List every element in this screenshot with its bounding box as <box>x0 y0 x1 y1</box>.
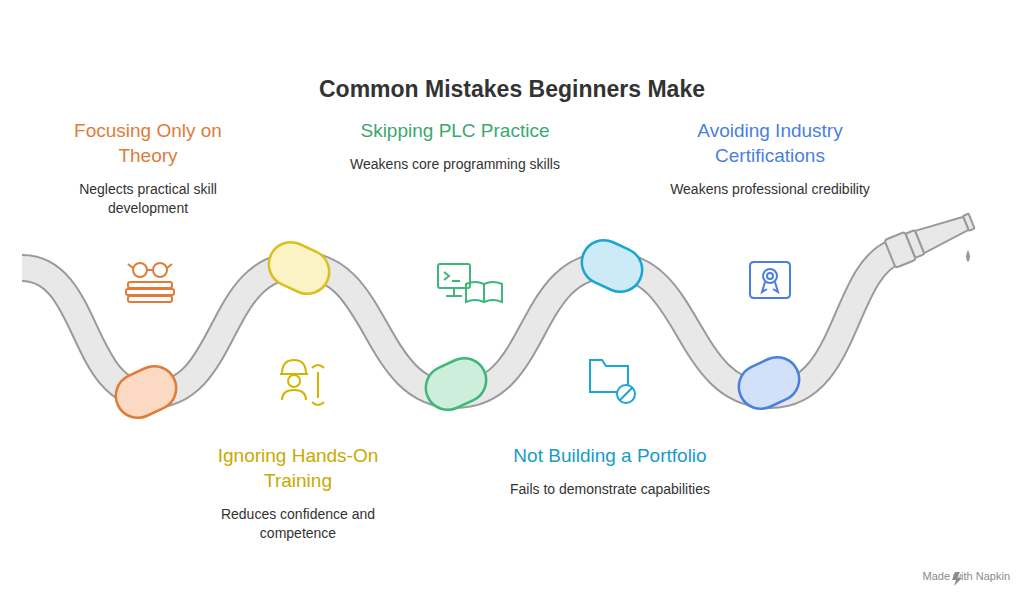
mistake-callout: Ignoring Hands-On TrainingReduces confid… <box>193 443 403 543</box>
certificate-icon <box>750 262 790 298</box>
mistake-callout: Focusing Only on TheoryNeglects practica… <box>43 118 253 218</box>
folder-icon <box>590 360 635 403</box>
drip <box>966 250 970 262</box>
worker-icon <box>280 360 324 405</box>
knots <box>109 233 807 425</box>
callout-body: Weakens professional credibility <box>665 180 875 199</box>
mistake-callout: Not Building a PortfolioFails to demonst… <box>505 443 715 499</box>
callout-body: Reduces confidence and competence <box>193 505 403 543</box>
watermark: Made with Napkin <box>923 570 1010 582</box>
callout-heading: Not Building a Portfolio <box>505 443 715 468</box>
mistake-callout: Skipping PLC PracticeWeakens core progra… <box>350 118 560 174</box>
callout-heading: Focusing Only on Theory <box>43 118 253 168</box>
callout-body: Fails to demonstrate capabilities <box>505 480 715 499</box>
mistake-callout: Avoiding Industry CertificationsWeakens … <box>665 118 875 199</box>
callout-heading: Avoiding Industry Certifications <box>665 118 875 168</box>
theory-icon <box>126 263 174 302</box>
callout-body: Neglects practical skill development <box>43 180 253 218</box>
callout-body: Weakens core programming skills <box>350 155 560 174</box>
callout-heading: Skipping PLC Practice <box>350 118 560 143</box>
nozzle <box>884 207 977 268</box>
monitor-book-icon <box>438 264 502 302</box>
callout-heading: Ignoring Hands-On Training <box>193 443 403 493</box>
diagram-title: Common Mistakes Beginners Make <box>0 76 1024 103</box>
